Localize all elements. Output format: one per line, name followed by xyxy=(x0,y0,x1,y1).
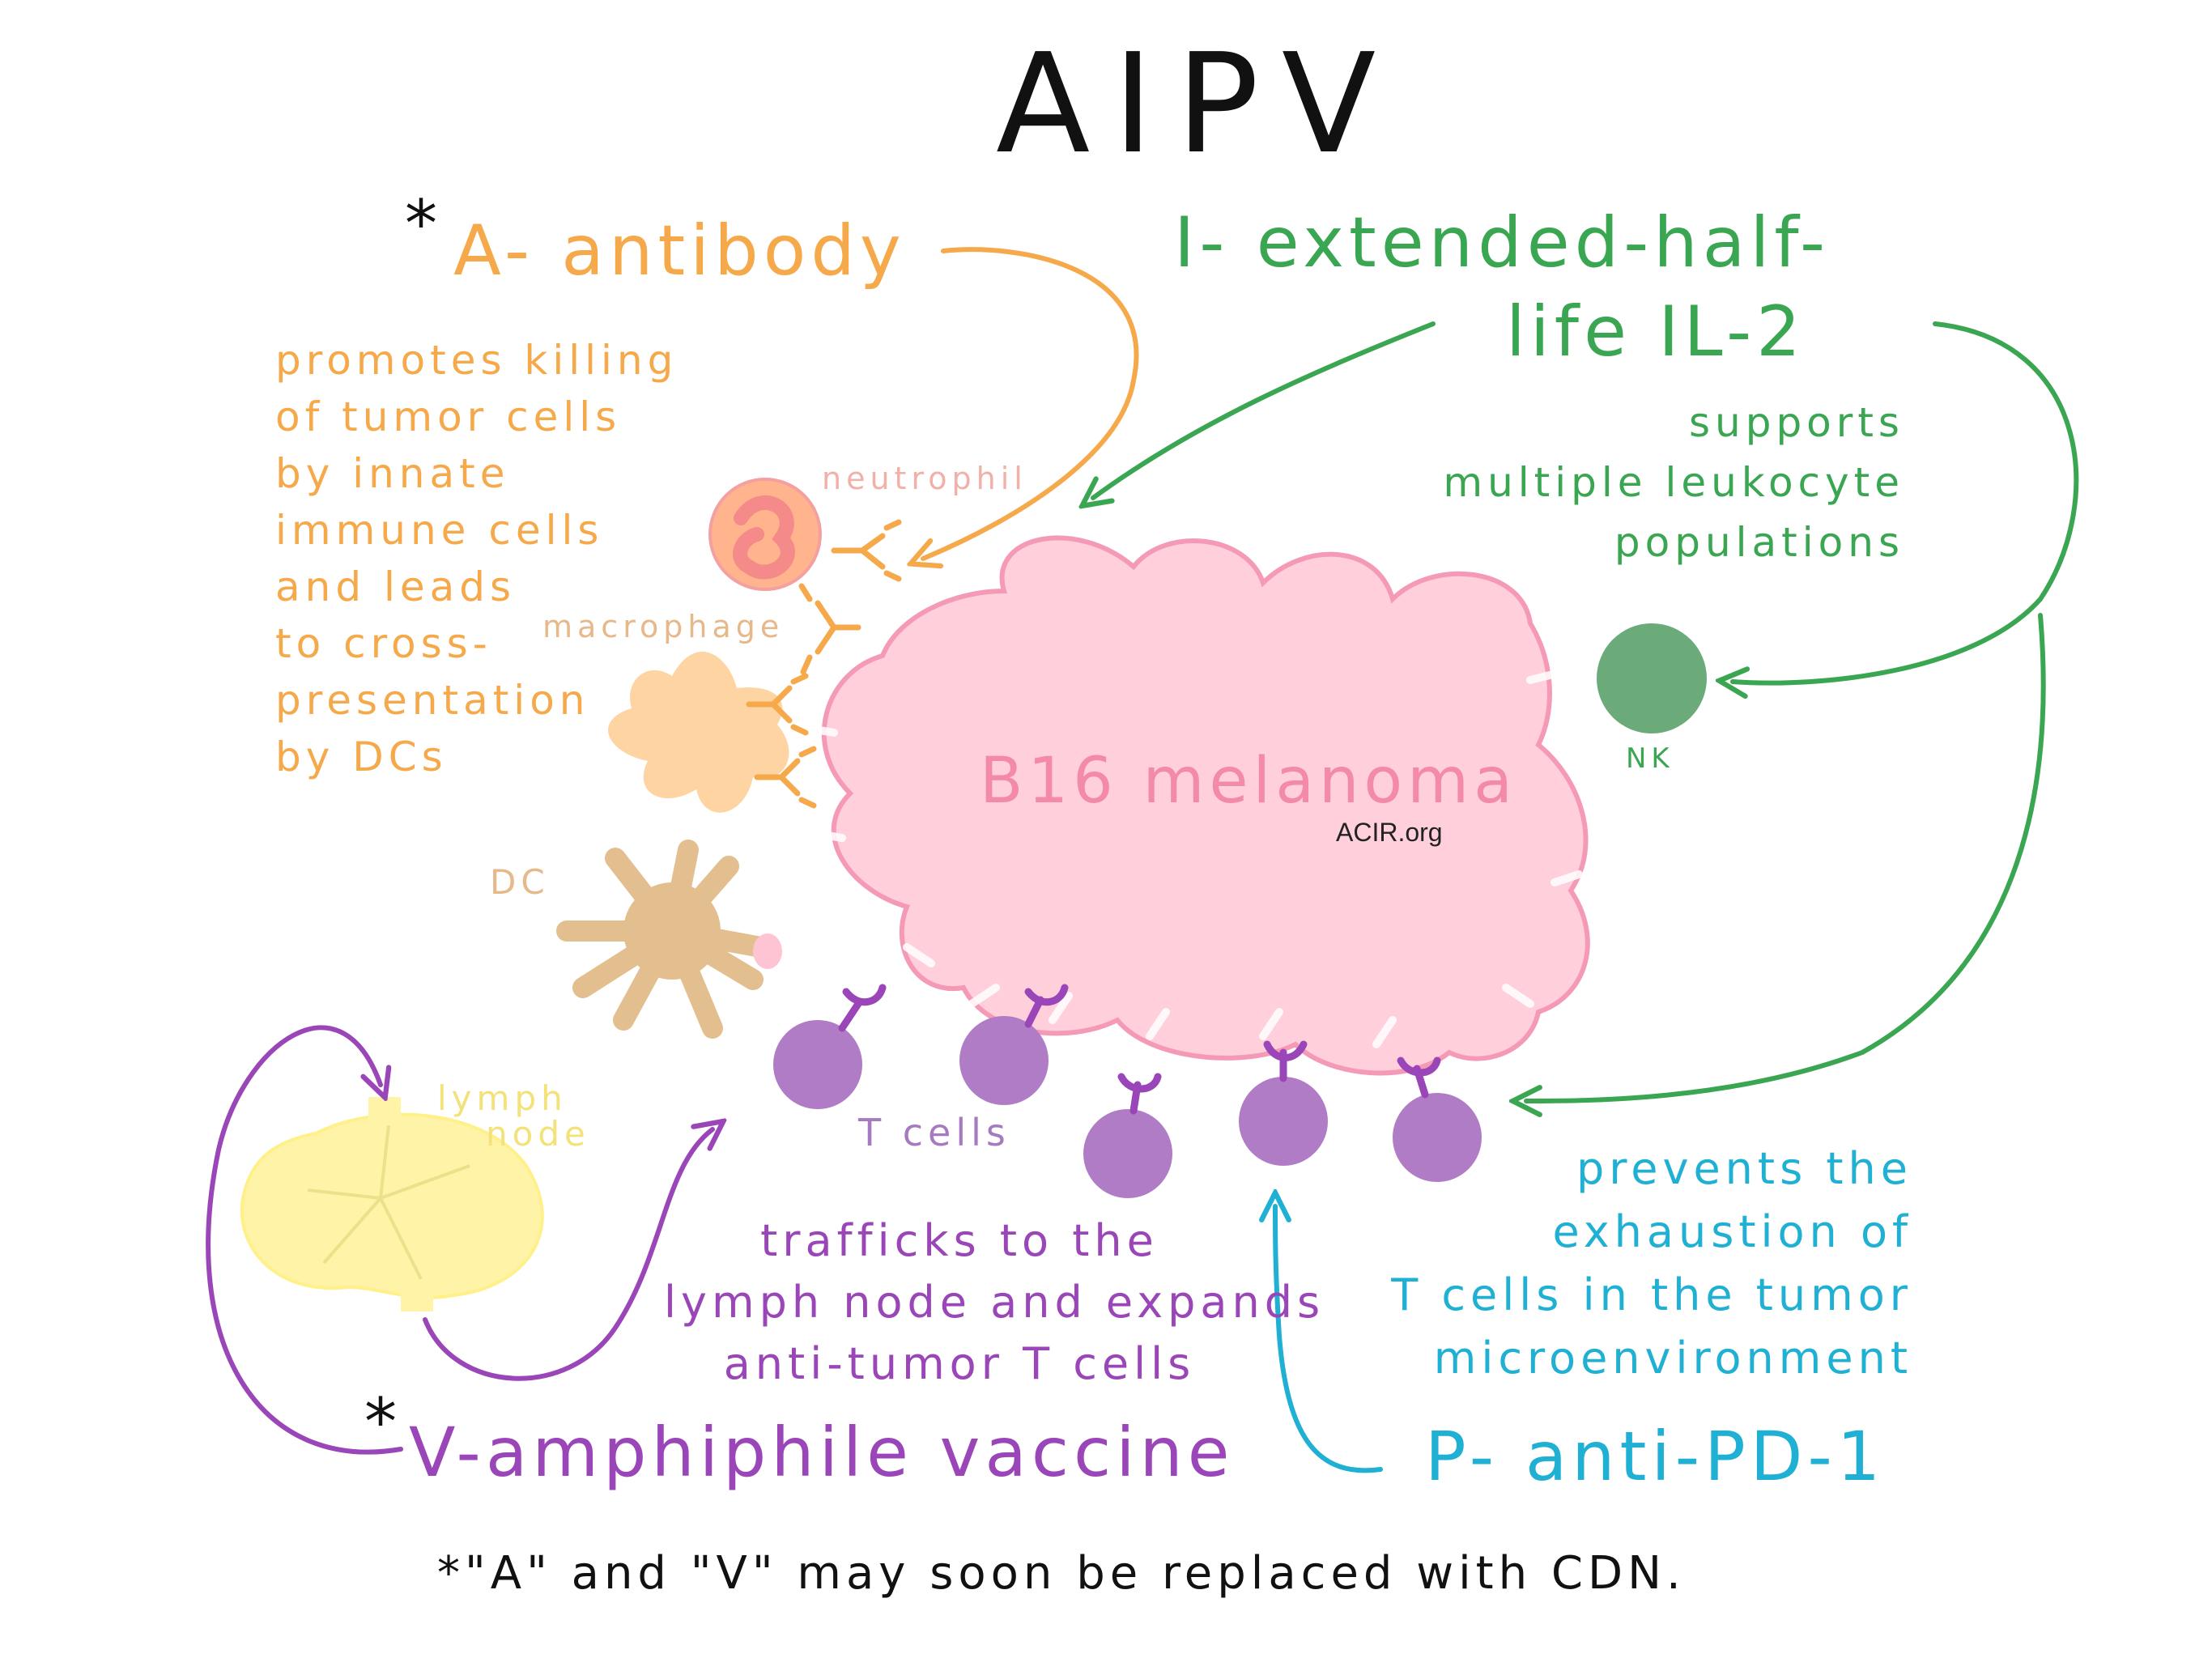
macrophage-label: macrophage xyxy=(542,609,785,644)
antibody-star: * xyxy=(405,186,437,261)
arrow-vaccine-tcells xyxy=(423,1129,713,1381)
antibody-desc-line: presentation xyxy=(275,677,590,724)
nk-label: NK xyxy=(1626,742,1674,775)
vaccine-desc-line: lymph node and expands xyxy=(664,1277,1325,1328)
antibodies xyxy=(746,519,902,809)
antibody-description: promotes killing of tumor cells by innat… xyxy=(275,332,678,785)
il2-description: supports multiple leukocyte populations xyxy=(1443,393,1904,572)
antibody-desc-line: and leads xyxy=(275,563,517,610)
lymph-node-label: lymph node xyxy=(437,1081,590,1152)
antibody-desc-line: immune cells xyxy=(275,507,604,554)
pd1-description: prevents the exhaustion of T cells in th… xyxy=(1391,1137,1912,1390)
il2-heading-line2: life IL-2 xyxy=(1506,291,1806,372)
tumor-label: B16 melanoma xyxy=(980,745,1517,818)
pd1-desc-line: prevents the xyxy=(1576,1143,1912,1194)
arrow-il2-tumor xyxy=(1093,321,1436,498)
antibody-desc-line: promotes killing xyxy=(275,337,678,384)
macrophage-cell xyxy=(608,651,789,813)
arrow-il2-nk xyxy=(1733,321,2079,683)
antibody-desc-line: by DCs xyxy=(275,733,448,780)
arrow-il2-tcells xyxy=(1526,613,2046,1101)
arrow-antibody xyxy=(923,247,1139,559)
page-title: AIPV xyxy=(996,24,1399,185)
vaccine-star: * xyxy=(364,1384,397,1460)
arrow-vaccine-loop xyxy=(206,1025,403,1455)
pd1-desc-line: T cells in the tumor xyxy=(1391,1269,1912,1320)
il2-heading-line1: I- extended-half- xyxy=(1174,202,1830,283)
t-cells xyxy=(773,1016,1482,1198)
il2-desc-line: multiple leukocyte xyxy=(1443,459,1904,506)
pd1-desc-line: microenvironment xyxy=(1433,1333,1912,1384)
vaccine-desc-line: trafficks to the xyxy=(760,1215,1159,1266)
antibody-desc-line: by innate xyxy=(275,450,510,497)
pd1-desc-line: exhaustion of xyxy=(1552,1206,1912,1257)
vaccine-description: trafficks to the lymph node and expands … xyxy=(664,1210,1325,1395)
vaccine-desc-line: anti-tumor T cells xyxy=(723,1338,1196,1389)
antibody-desc-line: to cross- xyxy=(275,620,492,667)
lymph-node xyxy=(240,1097,544,1312)
footnote: *"A" and "V" may soon be replaced with C… xyxy=(437,1547,1686,1600)
antibody-heading: A- antibody xyxy=(453,210,906,291)
neutrophil-label: neutrophil xyxy=(822,461,1027,496)
dc-label: DC xyxy=(490,862,550,902)
arrow-pd1 xyxy=(1275,1206,1383,1473)
lymph-node-label-line: node xyxy=(486,1114,590,1154)
il2-desc-line: populations xyxy=(1614,519,1904,566)
pd1-heading: P- anti-PD-1 xyxy=(1425,1417,1886,1496)
nk-cell xyxy=(1597,623,1707,733)
il2-desc-line: supports xyxy=(1688,399,1904,446)
antibody-desc-line: of tumor cells xyxy=(275,393,622,440)
pd1-receptors xyxy=(838,984,1441,1115)
tumor-shape xyxy=(821,535,1590,1076)
tcells-label: T cells xyxy=(858,1111,1010,1154)
dendritic-cell xyxy=(556,840,782,1039)
vaccine-heading: V-amphiphile vaccine xyxy=(409,1413,1235,1492)
lymph-node-label-line: lymph xyxy=(437,1078,568,1118)
credit-label: ACIR.org xyxy=(1336,818,1443,847)
